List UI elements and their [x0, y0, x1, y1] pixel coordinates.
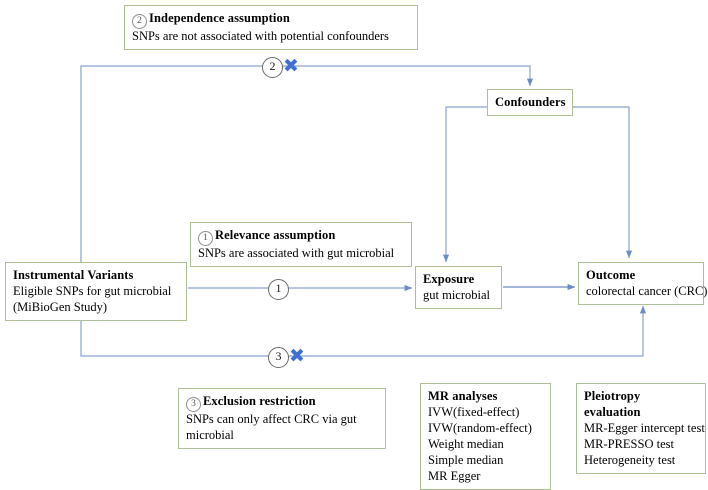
list-item: Weight median: [428, 437, 504, 451]
node-exposure-line1: gut microbial: [423, 288, 490, 302]
assumption-relevance-heading: 1 Relevance assumption: [198, 227, 404, 247]
list-item: MR Egger: [428, 469, 481, 483]
node-exposure-title: Exposure: [423, 272, 475, 286]
panel-mr-analyses: MR analyses IVW(fixed-effect) IVW(random…: [420, 383, 551, 490]
edge-confounders-to-exposure: [442, 106, 487, 263]
edge-confounders-to-outcome: [573, 106, 633, 259]
list-item: Heterogeneity test: [584, 453, 676, 467]
node-outcome-title: Outcome: [586, 268, 636, 282]
list-item: Simple median: [428, 453, 504, 467]
edge-iv-to-outcome: [80, 305, 647, 357]
list-item: MR-Egger intercept test: [584, 421, 705, 435]
circled-number-1: 1: [198, 231, 213, 247]
panel-pleiotropy-evaluation: Pleiotropy evaluation MR-Egger intercept…: [576, 383, 706, 474]
list-item: IVW(random-effect): [428, 421, 532, 435]
node-outcome: Outcome colorectal cancer (CRC): [578, 262, 708, 305]
assumption-relevance-body: SNPs are associated with gut microbial: [198, 246, 395, 261]
assumption-exclusion-heading: 3 Exclusion restriction: [186, 393, 378, 413]
list-item: MR-PRESSO test: [584, 437, 674, 451]
assumption-exclusion-body: SNPs can only affect CRC via gut microbi…: [186, 412, 357, 443]
edge-iv-to-confounders: [80, 65, 534, 262]
node-instrumental-variants-line2: (MiBioGen Study): [13, 300, 108, 314]
node-confounders-title: Confounders: [495, 95, 566, 109]
edge-marker-independence: 2: [262, 57, 283, 78]
node-exposure: Exposure gut microbial: [415, 266, 502, 309]
assumption-box-relevance: 1 Relevance assumption SNPs are associat…: [190, 222, 412, 268]
node-outcome-line1: colorectal cancer (CRC): [586, 284, 708, 298]
assumption-box-exclusion: 3 Exclusion restriction SNPs can only af…: [178, 388, 386, 450]
list-item: IVW(fixed-effect): [428, 405, 520, 419]
assumption-box-independence: 2 Independence assumption SNPs are not a…: [124, 5, 418, 51]
node-confounders: Confounders: [487, 89, 573, 116]
panel-pleiotropy-evaluation-title: Pleiotropy evaluation: [584, 389, 641, 419]
assumption-independence-heading: 2 Independence assumption: [132, 10, 410, 30]
block-x-independence-icon: ✖: [283, 55, 299, 77]
assumption-independence-body: SNPs are not associated with potential c…: [132, 29, 389, 44]
edge-marker-relevance: 1: [268, 279, 289, 300]
node-instrumental-variants-title: Instrumental Variants: [13, 268, 134, 282]
edge-marker-exclusion: 3: [268, 347, 289, 368]
circled-number-2: 2: [132, 14, 147, 30]
node-instrumental-variants-line1: Eligible SNPs for gut microbial: [13, 284, 172, 298]
block-x-exclusion-icon: ✖: [289, 345, 305, 367]
panel-mr-analyses-title: MR analyses: [428, 389, 498, 403]
node-instrumental-variants: Instrumental Variants Eligible SNPs for …: [5, 262, 187, 321]
circled-number-3: 3: [186, 397, 201, 413]
